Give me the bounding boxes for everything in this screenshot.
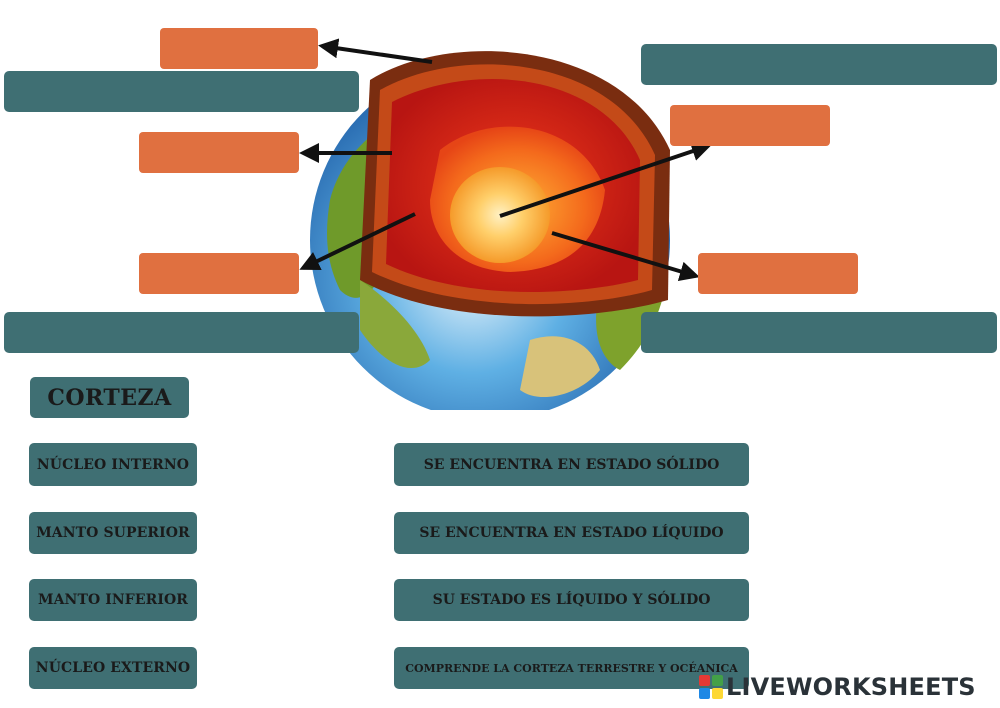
draggable-label-text: MANTO SUPERIOR: [36, 525, 190, 541]
draggable-description-corteza-oceanica[interactable]: COMPRENDE LA CORTEZA TERRESTRE Y OCÉANIC…: [394, 647, 749, 689]
draggable-label-nucleo-interno[interactable]: NÚCLEO INTERNO: [29, 443, 197, 486]
draggable-description-liquido[interactable]: SE ENCUENTRA EN ESTADO LÍQUIDO: [394, 512, 749, 554]
drop-slot-description-3[interactable]: [4, 312, 359, 353]
continent-bottom: [520, 336, 600, 398]
arrow-lower-mantle: [299, 212, 416, 271]
draggable-label-corteza[interactable]: CORTEZA: [30, 377, 189, 418]
arrow-outer-core: [551, 231, 700, 282]
draggable-description-solido[interactable]: SE ENCUENTRA EN ESTADO SÓLIDO: [394, 443, 749, 486]
draggable-description-text: COMPRENDE LA CORTEZA TERRESTRE Y OCÉANIC…: [405, 661, 738, 675]
drop-slot-layer-3[interactable]: [139, 253, 299, 294]
draggable-label-nucleo-externo[interactable]: NÚCLEO EXTERNO: [29, 647, 197, 689]
logo-text: LIVEWORKSHEETS: [726, 673, 976, 701]
arrow-inner-core: [499, 141, 712, 218]
drop-slot-layer-5[interactable]: [698, 253, 858, 294]
draggable-label-manto-superior[interactable]: MANTO SUPERIOR: [29, 512, 197, 554]
arrow-crust: [318, 38, 433, 64]
continent-bottom-left: [360, 280, 430, 369]
draggable-label-text: NÚCLEO EXTERNO: [35, 660, 191, 676]
draggable-description-text: SE ENCUENTRA EN ESTADO LÍQUIDO: [419, 525, 724, 541]
drop-slot-description-1[interactable]: [4, 71, 359, 112]
liveworksheets-logo-icon: [699, 675, 723, 699]
drop-slot-layer-2[interactable]: [139, 132, 299, 173]
drop-slot-description-4[interactable]: [641, 312, 997, 353]
liveworksheets-logo: LIVEWORKSHEETS: [698, 672, 976, 702]
drop-slot-layer-1[interactable]: [160, 28, 318, 69]
draggable-label-text: CORTEZA: [47, 384, 172, 411]
draggable-description-text: SU ESTADO ES LÍQUIDO Y SÓLIDO: [432, 592, 711, 608]
drop-slot-description-2[interactable]: [641, 44, 997, 85]
draggable-label-text: NÚCLEO INTERNO: [36, 456, 190, 473]
draggable-description-text: SE ENCUENTRA EN ESTADO SÓLIDO: [423, 456, 720, 473]
draggable-description-liquido-solido[interactable]: SU ESTADO ES LÍQUIDO Y SÓLIDO: [394, 579, 749, 621]
drop-slot-layer-4[interactable]: [670, 105, 830, 146]
draggable-label-text: MANTO INFERIOR: [37, 592, 188, 608]
draggable-label-manto-inferior[interactable]: MANTO INFERIOR: [29, 579, 197, 621]
